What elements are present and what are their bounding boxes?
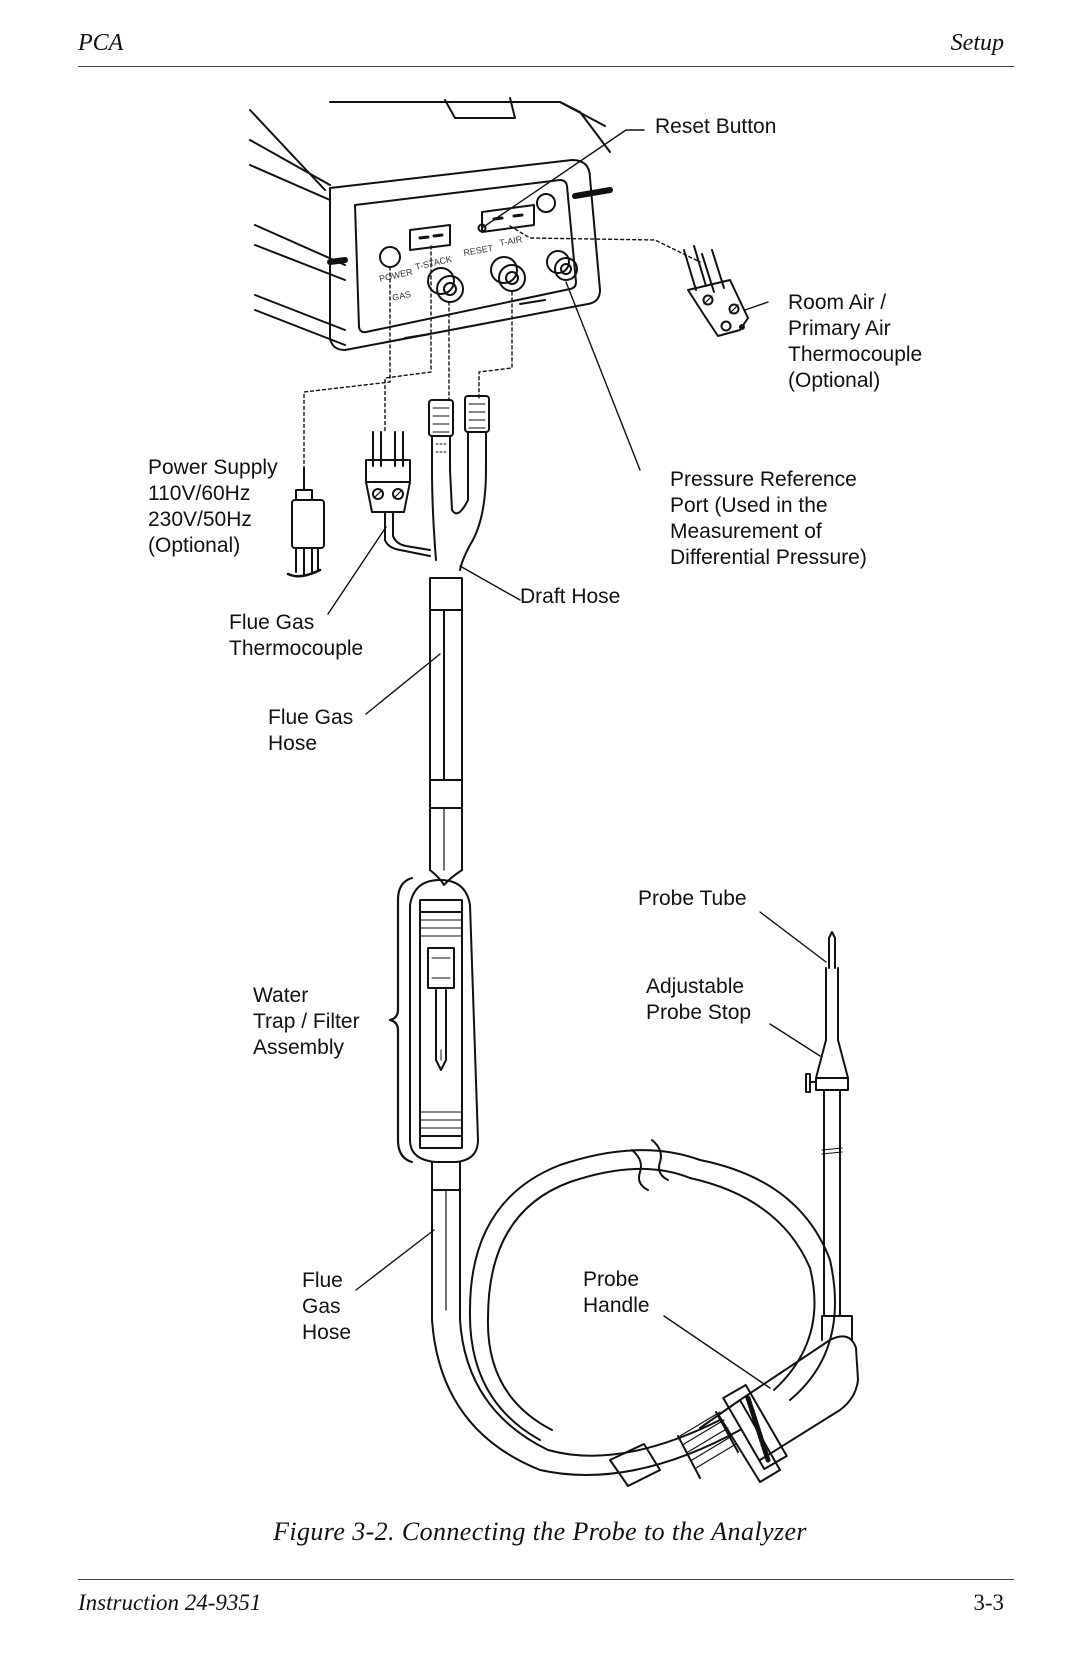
header-left: PCA xyxy=(78,30,124,56)
probe-tube xyxy=(805,931,849,1317)
panel-label-reset: RESET xyxy=(463,243,495,258)
analyzer-case xyxy=(249,97,613,351)
callout-draft-hose: Draft Hose xyxy=(520,585,621,608)
callout-flue-gas-hose-upper: Flue Gas Hose xyxy=(268,706,354,755)
coiled-hose xyxy=(431,1139,836,1487)
callout-probe-handle: Probe Handle xyxy=(583,1268,650,1317)
footer-rule xyxy=(78,1579,1014,1580)
room-air-thermocouple xyxy=(683,245,769,337)
panel-label-power: POWER xyxy=(378,266,414,284)
footer-instruction-number: Instruction 24-9351 xyxy=(78,1590,262,1615)
callout-reset-button: Reset Button xyxy=(655,115,777,138)
footer-page-number: 3-3 xyxy=(973,1590,1004,1615)
water-trap-assembly xyxy=(388,876,479,1164)
main-hose xyxy=(429,577,463,886)
dashed-connections xyxy=(303,225,701,469)
flue-gas-tc-connector xyxy=(365,431,431,557)
panel-label-gas: GAS xyxy=(391,289,412,303)
callout-power-supply: Power Supply 110V/60Hz 230V/50Hz (Option… xyxy=(148,456,278,557)
callout-flue-gas-hose-lower: Flue Gas Hose xyxy=(302,1269,352,1344)
probe-handle xyxy=(677,1315,859,1483)
callout-room-air-thermocouple: Room Air / Primary Air Thermocouple (Opt… xyxy=(788,291,923,392)
hose-fittings xyxy=(428,395,490,571)
header-right: Setup xyxy=(950,30,1004,56)
callout-probe-tube: Probe Tube xyxy=(638,887,747,910)
header-rule xyxy=(78,66,1014,67)
panel-label-t-air: T-AIR xyxy=(499,234,524,248)
power-supply-plug xyxy=(286,467,325,578)
callout-adjustable-probe-stop: Adjustable Probe Stop xyxy=(646,975,752,1024)
callout-pressure-reference-port: Pressure Reference Port (Used in the Mea… xyxy=(670,468,867,569)
callout-water-trap-filter-assembly: Water Trap / Filter Assembly xyxy=(253,984,360,1059)
front-panel-controls xyxy=(379,193,578,339)
figure-caption: Figure 3-2. Connecting the Probe to the … xyxy=(273,1517,807,1546)
callout-flue-gas-thermocouple: Flue Gas Thermocouple xyxy=(229,611,364,660)
